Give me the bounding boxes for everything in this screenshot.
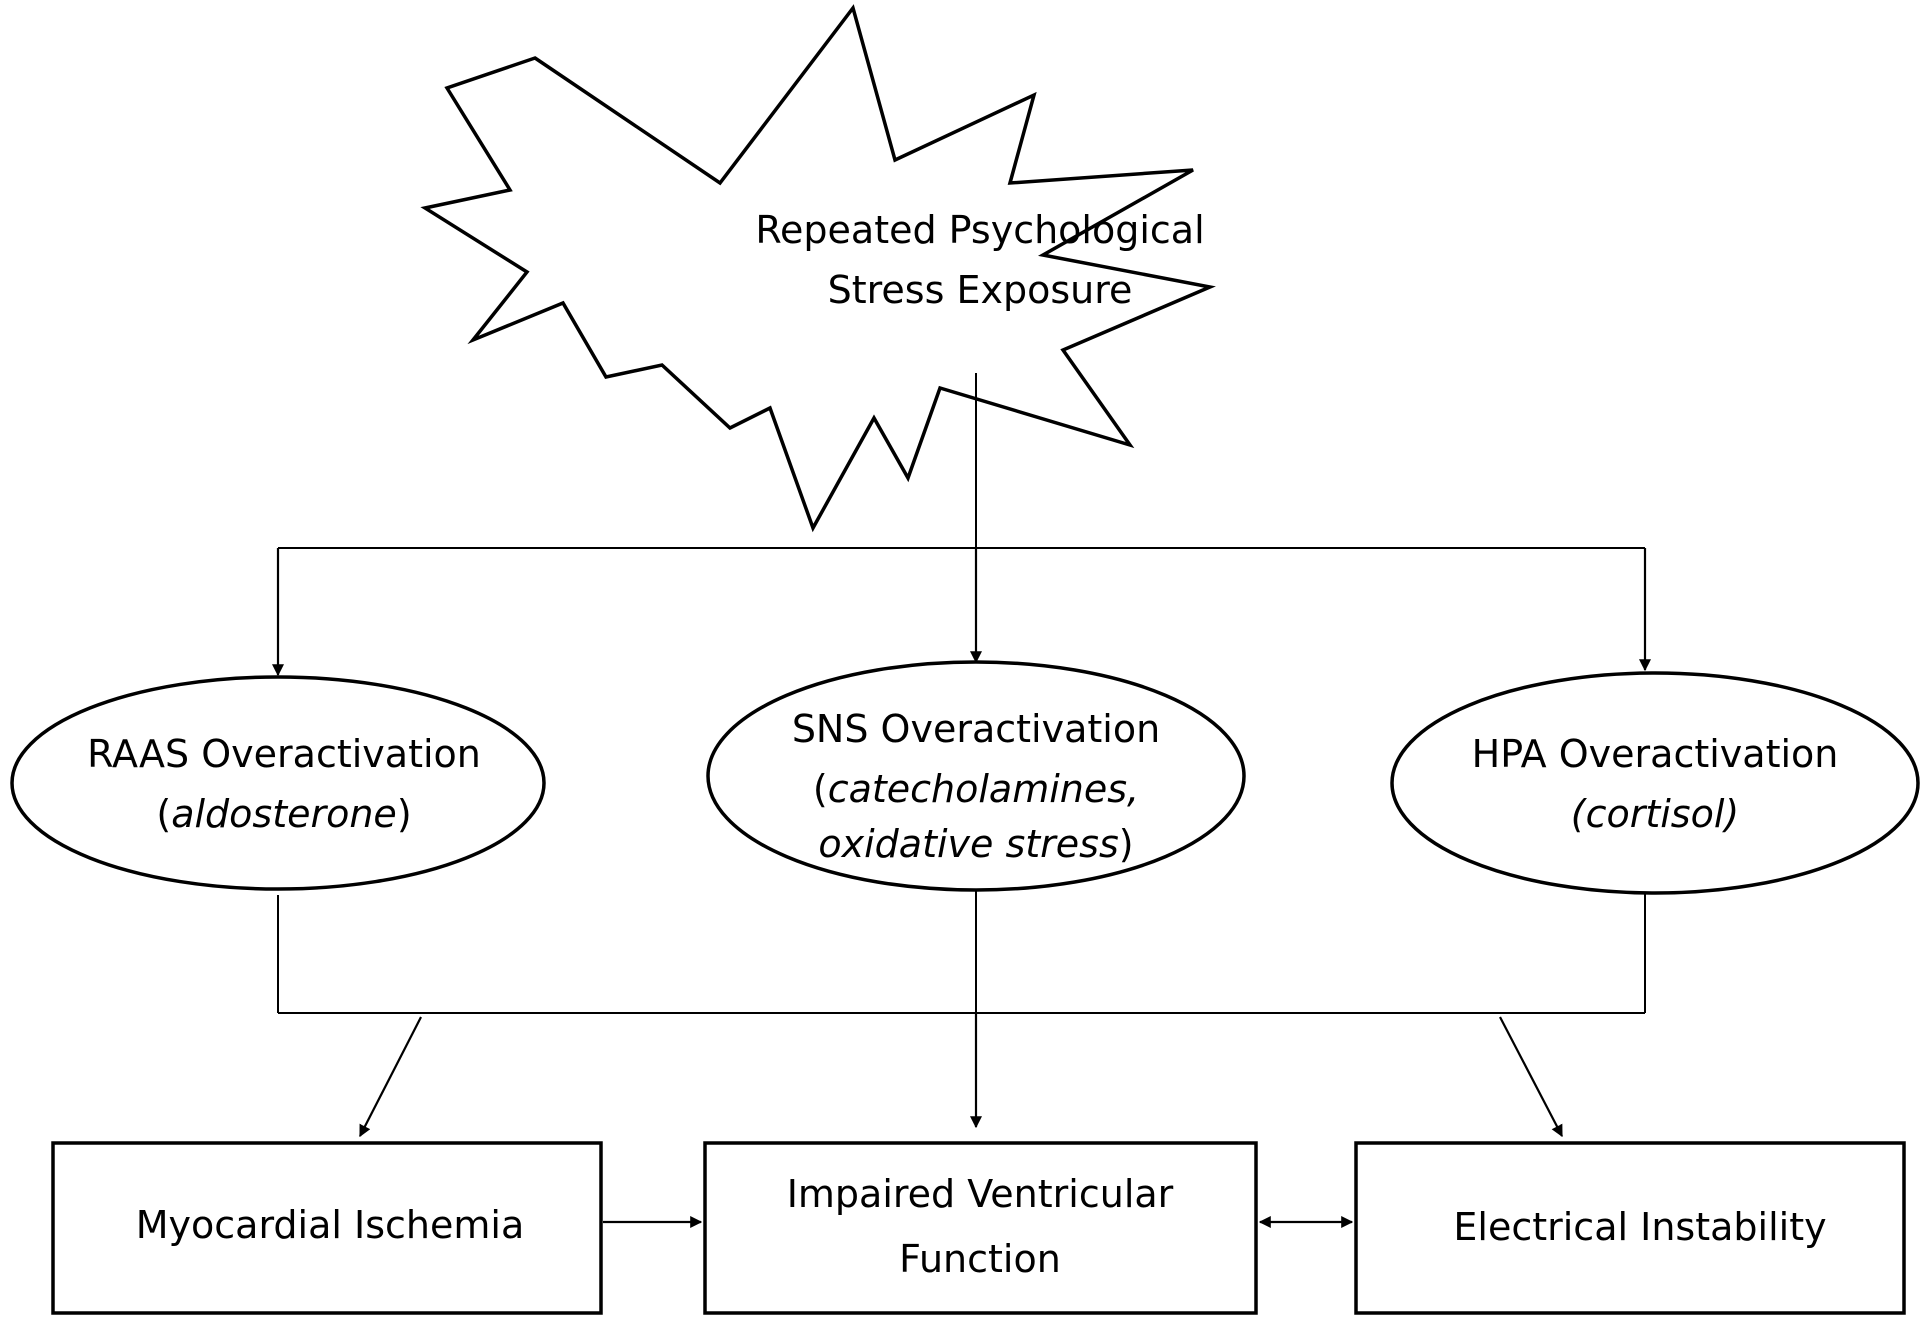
- electrical-node: Electrical Instability: [1354, 1141, 1906, 1315]
- ventricular-label-line1: Impaired Ventricular: [787, 1172, 1174, 1216]
- hpa-ellipse: [1390, 671, 1920, 895]
- hpa-title: HPA Overactivation: [1472, 732, 1839, 776]
- ventricular-box: [703, 1141, 1258, 1315]
- raas-detail: (aldosterone): [156, 792, 411, 836]
- electrical-label: Electrical Instability: [1453, 1205, 1826, 1249]
- systems-to-outcomes-connectors: [277, 890, 1646, 1138]
- ischemia-label: Myocardial Ischemia: [136, 1203, 524, 1247]
- raas-node: RAAS Overactivation (aldosterone): [10, 675, 546, 891]
- sns-detail-line2: oxidative stress): [818, 822, 1133, 866]
- raas-ellipse: [10, 675, 546, 891]
- ventricular-node: Impaired Ventricular Function: [703, 1141, 1258, 1315]
- starburst-shape: [420, 4, 1216, 533]
- arrow-to-ischemia: [359, 1016, 422, 1138]
- raas-title: RAAS Overactivation: [87, 732, 481, 776]
- stress-label-line1: Repeated Psychological: [755, 208, 1204, 252]
- hpa-node: HPA Overactivation (cortisol): [1390, 671, 1920, 895]
- stress-label-line2: Stress Exposure: [828, 268, 1133, 312]
- sns-detail-line1: (catecholamines,: [813, 767, 1139, 811]
- sns-node: SNS Overactivation (catecholamines, oxid…: [706, 660, 1246, 892]
- ventricular-label-line2: Function: [899, 1237, 1061, 1281]
- sns-title: SNS Overactivation: [792, 707, 1160, 751]
- hpa-detail: (cortisol): [1571, 792, 1739, 836]
- stress-exposure-node: Repeated Psychological Stress Exposure: [420, 4, 1216, 533]
- ischemia-box: [51, 1141, 603, 1315]
- ischemia-node: Myocardial Ischemia: [51, 1141, 603, 1315]
- arrow-to-electrical: [1499, 1016, 1563, 1138]
- stress-to-systems-connectors: [272, 373, 1651, 677]
- electrical-box: [1354, 1141, 1906, 1315]
